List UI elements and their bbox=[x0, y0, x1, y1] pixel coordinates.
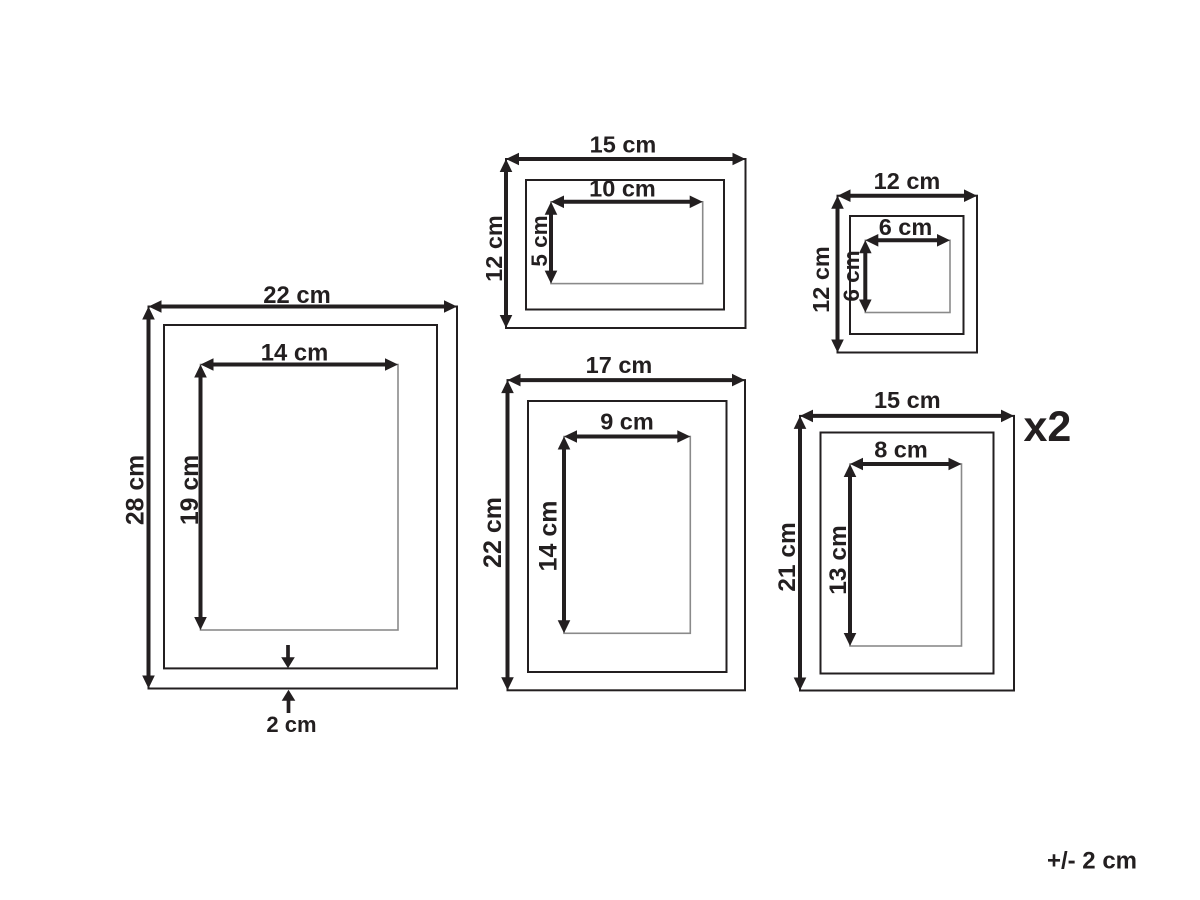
svg-text:14 cm: 14 cm bbox=[535, 501, 563, 572]
svg-text:21 cm: 21 cm bbox=[774, 522, 801, 591]
svg-text:2 cm: 2 cm bbox=[266, 712, 316, 737]
svg-text:5 cm: 5 cm bbox=[527, 215, 552, 266]
svg-text:12 cm: 12 cm bbox=[808, 246, 834, 313]
svg-text:22 cm: 22 cm bbox=[263, 282, 330, 309]
svg-text:28 cm: 28 cm bbox=[123, 455, 150, 525]
svg-text:15 cm: 15 cm bbox=[874, 387, 941, 413]
svg-text:9 cm: 9 cm bbox=[600, 409, 654, 435]
svg-text:13 cm: 13 cm bbox=[825, 525, 852, 594]
svg-text:x2: x2 bbox=[1024, 403, 1072, 451]
svg-text:22 cm: 22 cm bbox=[479, 497, 507, 568]
svg-text:+/- 2 cm: +/- 2 cm bbox=[1047, 848, 1137, 875]
svg-text:19 cm: 19 cm bbox=[177, 455, 204, 525]
svg-text:15 cm: 15 cm bbox=[590, 132, 657, 158]
svg-text:6 cm: 6 cm bbox=[839, 250, 864, 301]
svg-text:10 cm: 10 cm bbox=[589, 175, 656, 201]
svg-text:6 cm: 6 cm bbox=[879, 214, 933, 240]
svg-text:8 cm: 8 cm bbox=[874, 437, 928, 463]
svg-text:12 cm: 12 cm bbox=[481, 215, 507, 282]
svg-text:12 cm: 12 cm bbox=[874, 168, 941, 194]
svg-text:17 cm: 17 cm bbox=[586, 352, 653, 378]
svg-text:14 cm: 14 cm bbox=[261, 340, 328, 367]
